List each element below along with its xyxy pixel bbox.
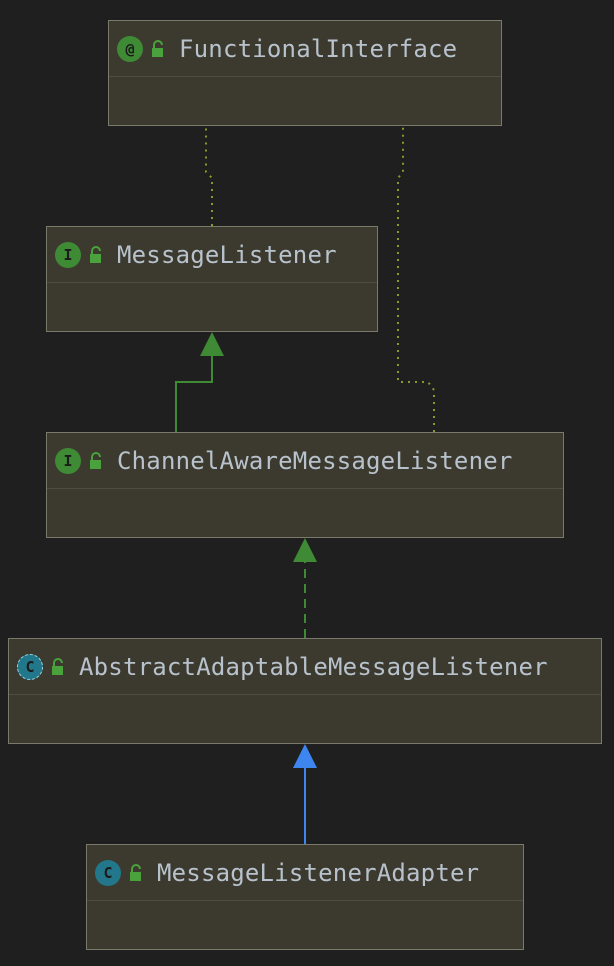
node-members-area [109, 77, 501, 123]
annotation-kind-icon: @ [117, 35, 143, 62]
node-members-area [9, 695, 601, 741]
node-header: I ChannelAwareMessageListener [47, 433, 563, 489]
unlocked-icon [90, 451, 101, 469]
interface-kind-icon: I [55, 447, 81, 474]
node-members-area [47, 489, 563, 535]
unlocked-icon [90, 245, 101, 263]
unlocked-icon [130, 863, 141, 881]
arrowhead-channel-aware [293, 538, 317, 562]
edge-channel-aware-to-message-listener [175, 354, 213, 432]
unlocked-icon [152, 39, 163, 57]
class-kind-icon: C [95, 859, 121, 886]
node-header: C MessageListenerAdapter [87, 845, 523, 901]
node-abstract-adaptable-message-listener[interactable]: C AbstractAdaptableMessageListener [8, 638, 602, 744]
node-functional-interface[interactable]: @ FunctionalInterface [108, 20, 502, 126]
arrowhead-message-listener [200, 332, 224, 356]
arrowhead-abstract-adaptable [293, 744, 317, 768]
node-name: ChannelAwareMessageListener [117, 446, 513, 475]
node-name: AbstractAdaptableMessageListener [79, 652, 548, 681]
edge-message-listener-to-functional-interface [205, 126, 213, 226]
node-name: MessageListenerAdapter [157, 858, 480, 887]
interface-kind-icon: I [55, 241, 81, 268]
node-name: MessageListener [117, 240, 337, 269]
node-message-listener[interactable]: I MessageListener [46, 226, 378, 332]
unlocked-icon [52, 657, 63, 675]
node-header: C AbstractAdaptableMessageListener [9, 639, 601, 695]
node-members-area [47, 283, 377, 329]
node-name: FunctionalInterface [179, 34, 458, 63]
edge-channel-aware-to-functional-interface [397, 126, 435, 432]
node-header: I MessageListener [47, 227, 377, 283]
node-channel-aware-message-listener[interactable]: I ChannelAwareMessageListener [46, 432, 564, 538]
node-message-listener-adapter[interactable]: C MessageListenerAdapter [86, 844, 524, 950]
abstract-class-kind-icon: C [17, 653, 43, 680]
node-members-area [87, 901, 523, 947]
node-header: @ FunctionalInterface [109, 21, 501, 77]
